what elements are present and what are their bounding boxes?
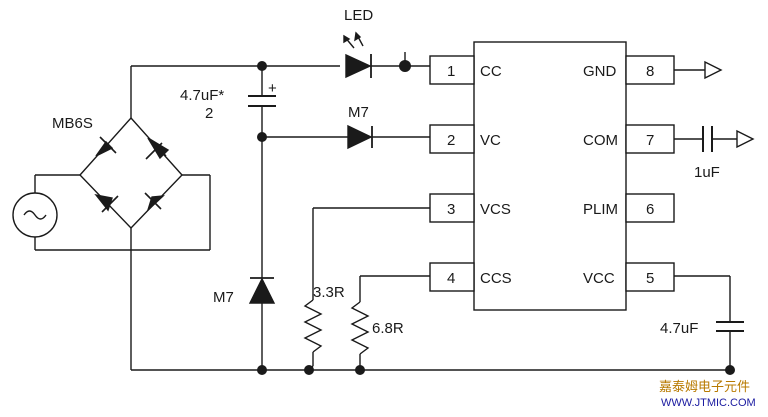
pin-8-name: GND <box>583 63 617 80</box>
ac-source <box>12 174 211 251</box>
watermark-cn: 嘉泰姆电子元件 <box>659 380 750 395</box>
cap-com-label: 1uF <box>694 164 720 181</box>
ic-right-pins <box>625 55 675 292</box>
pin-3-number: 3 <box>447 201 455 218</box>
pin-2-number: 2 <box>447 132 455 149</box>
diode-top-label: M7 <box>348 104 369 121</box>
vcc-capacitor <box>674 275 744 370</box>
ic-left-pins <box>429 55 475 292</box>
bridge-rectifier <box>79 66 183 370</box>
pin-4-name: CCS <box>480 270 512 287</box>
cap-main-polarity: + <box>268 80 277 97</box>
pin-6-number: 6 <box>646 201 654 218</box>
ic-body <box>473 41 627 311</box>
led <box>343 31 430 79</box>
pin-1-number: 1 <box>447 63 455 80</box>
resistor-6r8 <box>350 275 430 370</box>
com-capacitor <box>674 126 755 152</box>
cap-main-number-label: 2 <box>205 105 213 122</box>
pin-7-number: 7 <box>646 132 654 149</box>
pin-3-name: VCS <box>480 201 511 218</box>
gnd-symbol <box>674 60 723 80</box>
capacitor-main <box>248 66 276 137</box>
resistor-3r3 <box>303 207 430 371</box>
cap-vcc-label: 4.7uF <box>660 320 698 337</box>
pin-8-number: 8 <box>646 63 654 80</box>
pin-4-number: 4 <box>447 270 455 287</box>
bridge-label: MB6S <box>52 115 93 132</box>
pin-7-name: COM <box>583 132 618 149</box>
pin-1-name: CC <box>480 63 502 80</box>
cap-main-value-label: 4.7uF* <box>180 87 224 104</box>
watermark-url: WWW.JTMIC.COM <box>661 397 756 409</box>
diode-bottom-label: M7 <box>213 289 234 306</box>
diode-m7-top <box>262 124 430 150</box>
led-label: LED <box>344 7 373 24</box>
pin-2-name: VC <box>480 132 501 149</box>
res-ccs-label: 6.8R <box>372 320 404 337</box>
diode-m7-bottom <box>248 137 276 370</box>
res-cs-label: 3.3R <box>313 284 345 301</box>
pin-6-name: PLIM <box>583 201 618 218</box>
pin-5-number: 5 <box>646 270 654 287</box>
pin-5-name: VCC <box>583 270 615 287</box>
